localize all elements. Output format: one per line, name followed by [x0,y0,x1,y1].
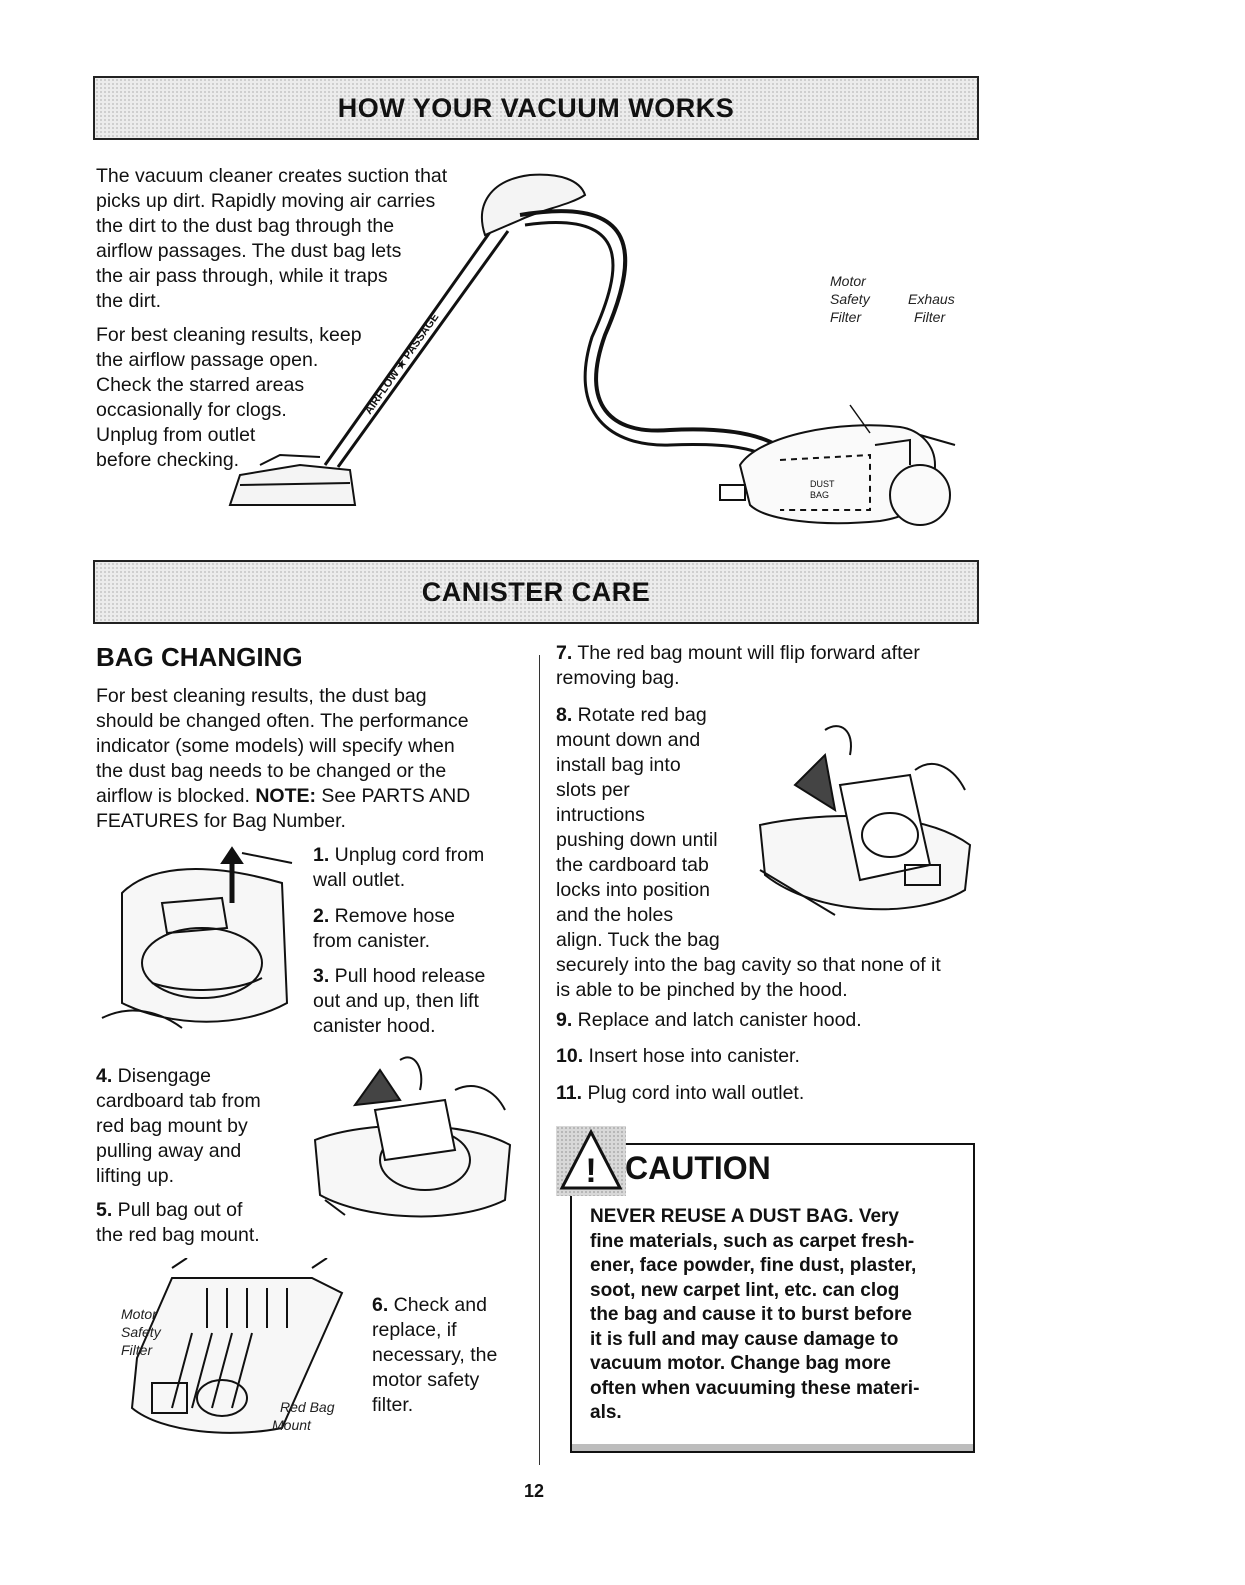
step-6: 6. Check and replace, if necessary, the … [372,1294,498,1416]
step-9: 9. Replace and latch canister hood. [556,1009,862,1031]
filter-motor-safety-callout: Motor Safety Filter [121,1306,161,1358]
bag-removal-illustration [305,1050,520,1220]
step-8: 8. Rotate red bag mount down and install… [556,704,941,1001]
vacuum-drawing: AIRFLOW ★ PASSAGE DUST BAG [228,173,956,526]
intro-paragraph: The vacuum cleaner creates suction that … [96,165,448,312]
airflow-passage-label: AIRFLOW ★ PASSAGE [363,311,442,416]
hood-open-illustration [92,843,297,1038]
caution-text: NEVER REUSE A DUST BAG. Very fine materi… [590,1206,920,1423]
page-number: 12 [524,1481,545,1501]
bag-changing-heading: BAG CHANGING [96,642,303,672]
step-1: 1. Unplug cord from wall outlet. [313,844,485,891]
svg-text:!: ! [585,1152,596,1190]
motor-safety-filter-callout: Motor Safety Filter [830,273,870,325]
exhaust-filter-callout: Exhaus Filter [908,291,955,325]
section-title: CANISTER CARE [421,576,651,607]
step-3: 3. Pull hood release out and up, then li… [313,965,486,1037]
step-7: 7. The red bag mount will flip forward a… [556,642,920,689]
bag-install-illustration [755,715,975,920]
step-11: 11. Plug cord into wall outlet. [556,1082,805,1104]
caution-title: CAUTION [625,1150,771,1186]
warning-icon: ! [556,1126,626,1196]
vacuum-airflow-illustration: AIRFLOW ★ PASSAGE DUST BAG [220,165,980,545]
motor-filter-illustration [112,1258,357,1443]
step-10: 10. Insert hose into canister. [556,1045,800,1067]
dust-bag-label-line1: DUST [810,479,835,489]
column-divider [539,655,540,1465]
note-label: NOTE: [255,785,316,807]
section-title: HOW YOUR VACUUM WORKS [337,92,735,123]
clog-check-paragraph: For best cleaning results, keep the airf… [96,324,362,471]
step-2: 2. Remove hose from canister. [313,905,455,952]
section-banner-how-vacuum-works: HOW YOUR VACUUM WORKS [93,76,979,140]
section-banner-canister-care: CANISTER CARE [93,560,979,624]
dust-bag-label-line2: BAG [810,490,829,500]
red-bag-mount-callout: Red Bag Mount [272,1399,335,1433]
caution-box [570,1143,975,1453]
step-4: 4. Disengage cardboard tab from red bag … [96,1065,261,1187]
step-5: 5. Pull bag out of the red bag mount. [96,1199,260,1246]
bag-changing-intro: For best cleaning results, the dust bag … [96,685,471,832]
